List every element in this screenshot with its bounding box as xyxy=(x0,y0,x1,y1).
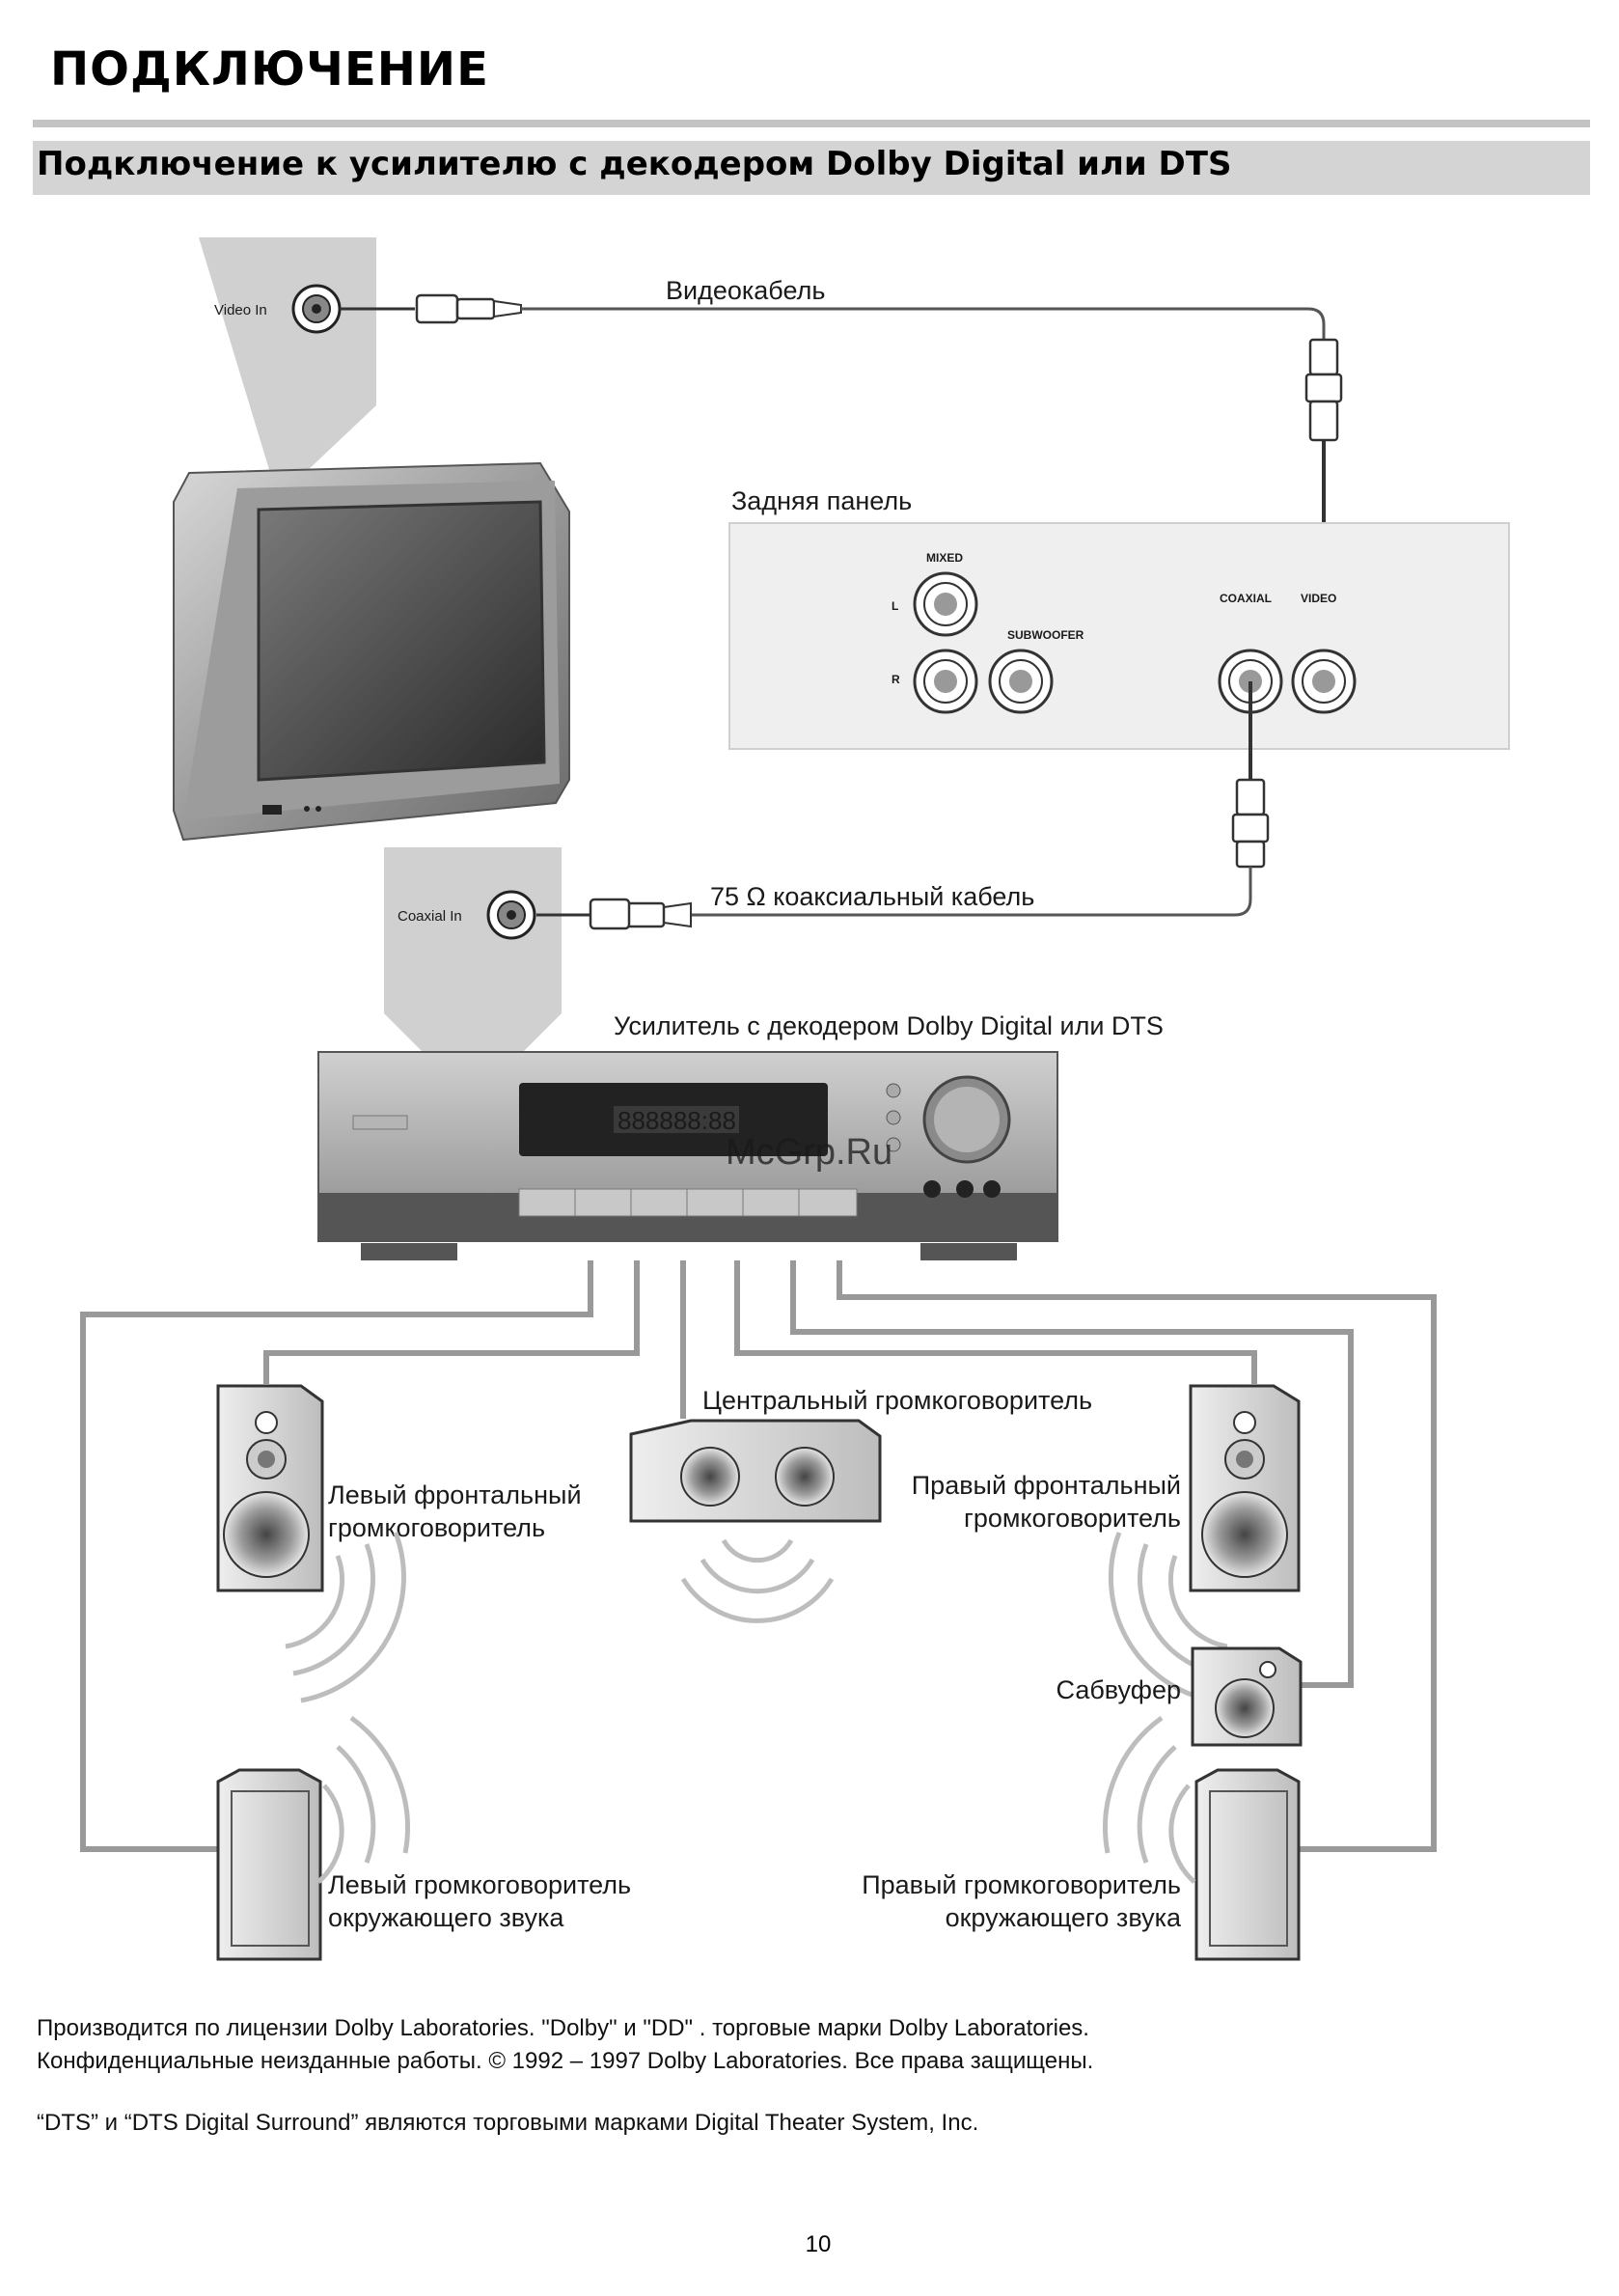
rca-jack-video xyxy=(1291,649,1357,714)
subwoofer xyxy=(1191,1646,1303,1747)
left-surround-speaker xyxy=(216,1768,322,1961)
watermark: McGrp.Ru xyxy=(726,1132,892,1173)
dolby-notice-line2: Конфиденциальные неизданные работы. © 19… xyxy=(37,2048,1094,2074)
coaxial-in-jack xyxy=(486,890,536,940)
right-surround-sound-waves xyxy=(1103,1715,1196,1884)
left-front-speaker xyxy=(216,1384,324,1592)
dts-notice: “DTS” и “DTS Digital Surround” являются … xyxy=(37,2110,979,2136)
right-front-speaker xyxy=(1189,1384,1301,1592)
tv-set xyxy=(173,461,570,842)
page-number: 10 xyxy=(805,2231,832,2257)
amplifier: 888888:88 xyxy=(317,1051,1058,1260)
video-jack-label: VIDEO xyxy=(1301,592,1336,605)
coaxial-in-label: Coaxial In xyxy=(398,908,462,925)
amplifier-display: 888888:88 xyxy=(617,1106,736,1135)
rear-panel-label: Задняя панель xyxy=(731,486,912,515)
center-sound-waves xyxy=(680,1538,835,1623)
center-speaker xyxy=(629,1419,882,1523)
video-in-jack xyxy=(291,284,342,334)
right-surround-label-1: Правый громкоговоритель xyxy=(862,1870,1181,1899)
rca-jack-mixed-r xyxy=(913,649,978,714)
title-rule xyxy=(33,120,1590,127)
video-in-label: Video In xyxy=(214,302,267,318)
left-front-sound-waves xyxy=(285,1532,406,1703)
left-front-label-1: Левый фронтальный xyxy=(328,1480,582,1509)
left-surround-label-1: Левый громкоговоритель xyxy=(328,1870,631,1899)
coaxial-cable xyxy=(536,681,1270,930)
page-title: ПОДКЛЮЧЕНИЕ xyxy=(50,42,489,97)
rear-panel xyxy=(728,522,1510,750)
amplifier-label: Усилитель с декодером Dolby Digital или … xyxy=(614,1011,1164,1040)
subwoofer-label: Сабвуфер xyxy=(1056,1675,1181,1704)
dolby-notice-line1: Производится по лицензии Dolby Laborator… xyxy=(37,2015,1089,2041)
section-header-bar xyxy=(33,141,1590,195)
speaker-wires xyxy=(80,1260,1437,1852)
coaxial-jack-label: COAXIAL xyxy=(1220,592,1272,605)
subwoofer-jack-label: SUBWOOFER xyxy=(1007,628,1084,642)
right-front-label-2: громкоговоритель xyxy=(964,1504,1181,1533)
mixed-l-label: L xyxy=(892,599,898,613)
left-front-label-2: громкоговоритель xyxy=(328,1513,545,1542)
coax-cable-label: 75 Ω коаксиальный кабель xyxy=(710,882,1034,911)
coaxial-in-callout xyxy=(384,847,562,1054)
right-surround-speaker xyxy=(1194,1768,1301,1961)
right-front-label-1: Правый фронтальный xyxy=(912,1471,1181,1500)
right-surround-label-2: окружающего звука xyxy=(946,1903,1182,1932)
video-cable xyxy=(340,293,1343,683)
left-surround-sound-waves xyxy=(316,1715,410,1884)
rca-jack-subwoofer xyxy=(988,649,1054,714)
video-cable-label: Видеокабель xyxy=(666,276,825,305)
mixed-label: MIXED xyxy=(926,551,963,565)
left-surround-label-2: окружающего звука xyxy=(328,1903,564,1932)
center-speaker-label: Центральный громкоговоритель xyxy=(702,1386,1092,1415)
rca-jack-mixed-l xyxy=(913,571,978,637)
section-title: Подключение к усилителю с декодером Dolb… xyxy=(37,145,1232,183)
mixed-r-label: R xyxy=(892,673,900,686)
video-in-callout xyxy=(199,237,376,473)
